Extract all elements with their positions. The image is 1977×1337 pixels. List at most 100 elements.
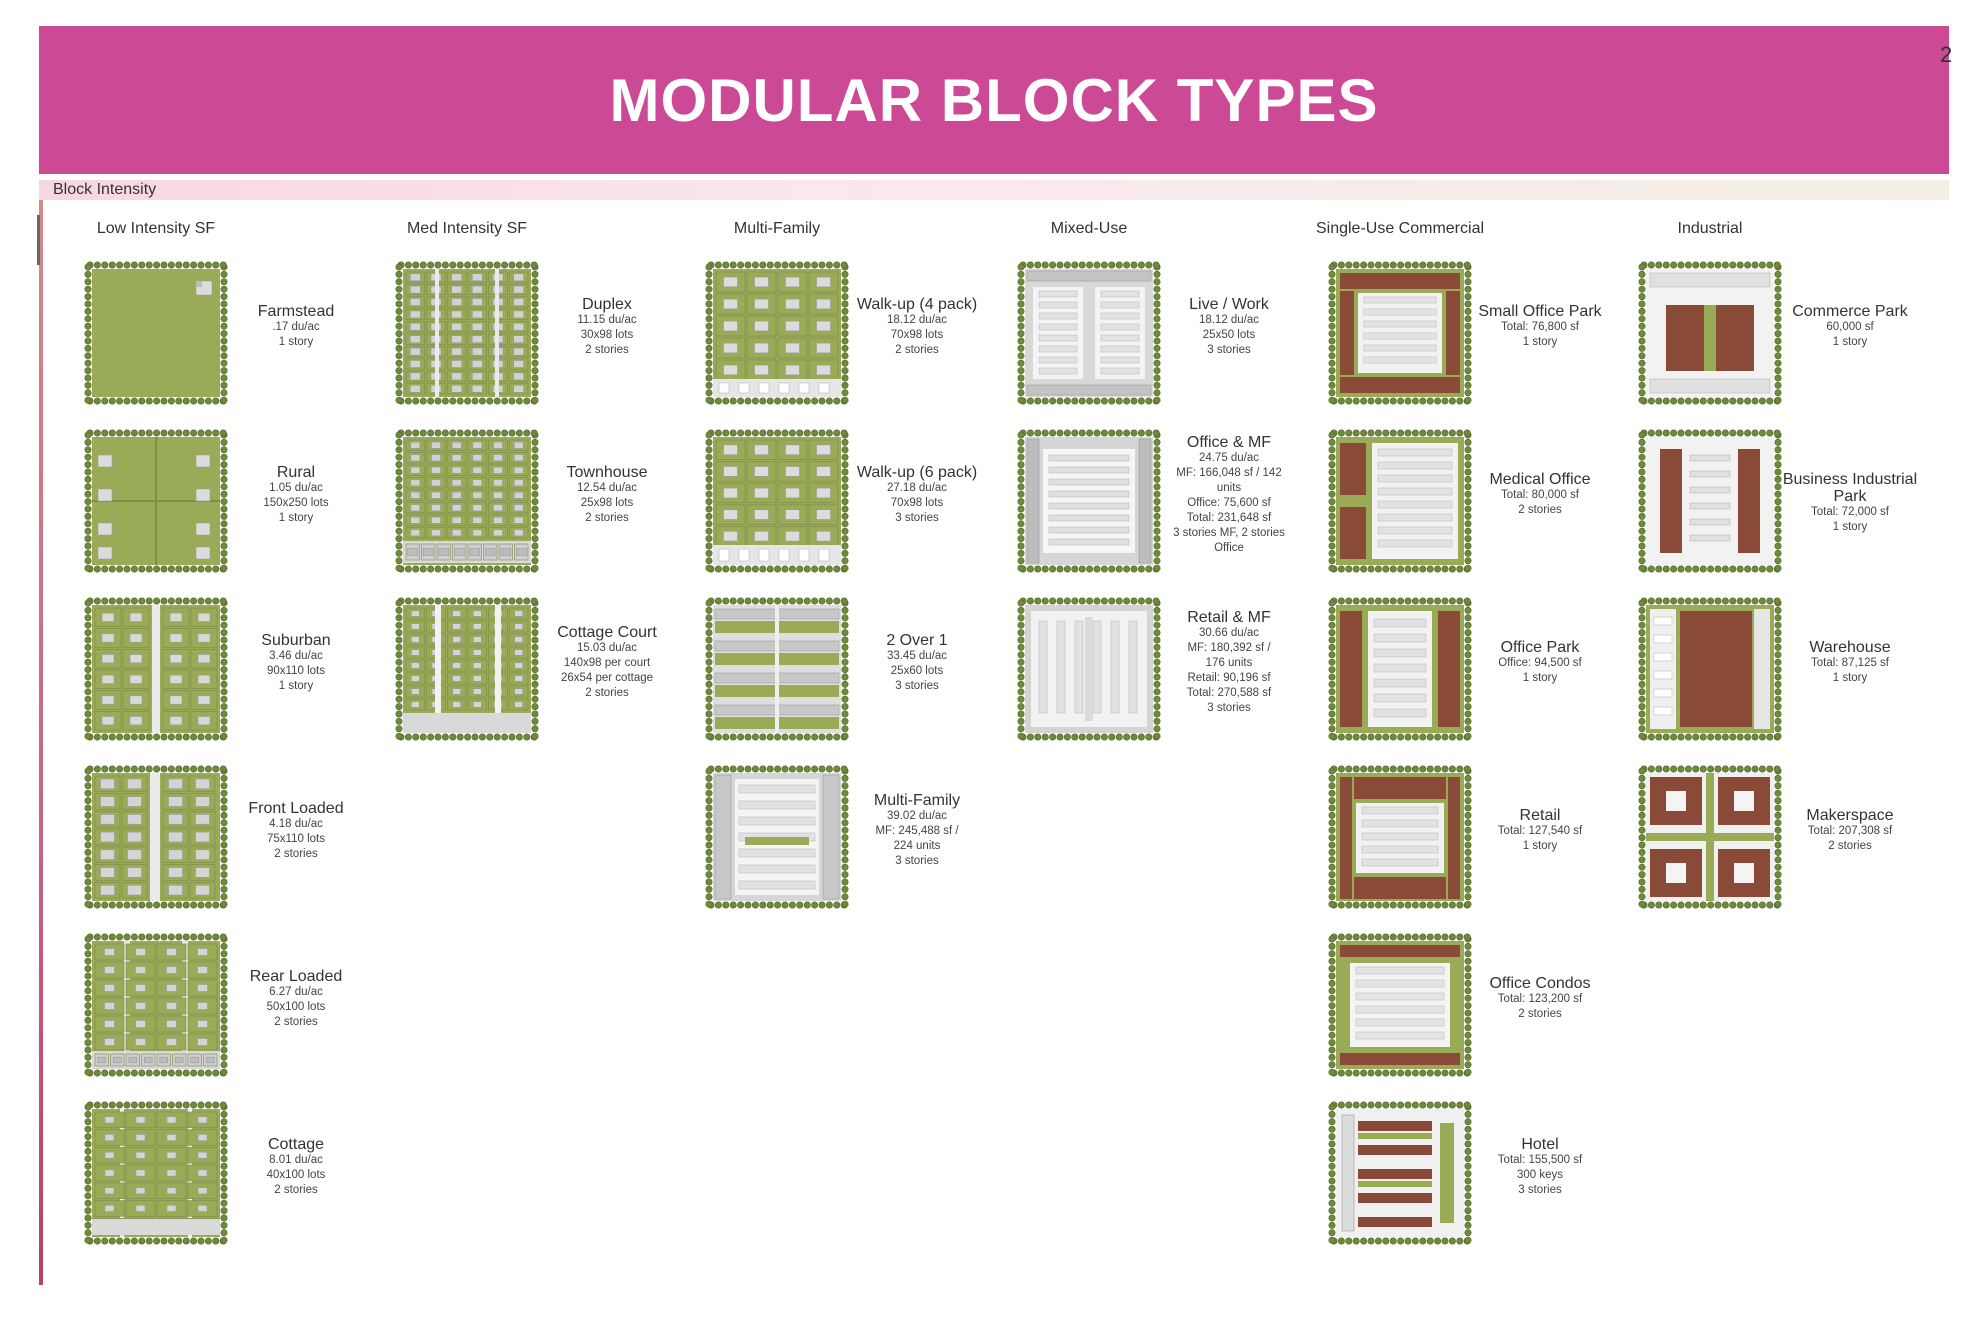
block-stat: 3 stories: [895, 680, 939, 692]
block-stat: 12.54 du/ac: [576, 482, 638, 494]
block-plan-drawing: [705, 765, 849, 909]
block-intensity-label: Block Intensity: [53, 181, 157, 198]
block-plan-drawing: [395, 261, 539, 405]
block-stat: Office: [1214, 542, 1244, 554]
block-plan-drawing: [1638, 597, 1782, 741]
block-stat: Total: 80,000 sf: [1501, 489, 1579, 501]
column-heading: Low Intensity SF: [96, 220, 216, 237]
block-name: Farmstead: [257, 303, 335, 320]
block-stat: 140x98 per court: [563, 657, 651, 669]
block-stat: Total: 72,000 sf: [1811, 506, 1889, 518]
block-stat: 75x110 lots: [267, 833, 325, 845]
block-name: Office Park: [1500, 639, 1580, 656]
block-stat: 2 stories: [895, 344, 939, 356]
block-plan-condos: [1328, 933, 1472, 1077]
block-stat: 1 story: [1832, 521, 1868, 533]
block-stat: 176 units: [1205, 657, 1253, 669]
block-stat: 1 story: [1522, 336, 1558, 348]
block-stat: 1 story: [1522, 840, 1558, 852]
block-stat: 2 stories: [1518, 504, 1562, 516]
block-stat: 39.02 du/ac: [886, 810, 948, 822]
block-name: Office & MF: [1186, 434, 1272, 451]
column-heading: Med Intensity SF: [406, 220, 528, 237]
block-plan-officepark: [1328, 597, 1472, 741]
block-stat: 70x98 lots: [890, 497, 944, 509]
block-name: Office Condos: [1489, 975, 1591, 992]
block-name: Townhouse: [566, 464, 648, 481]
block-stat: 224 units: [893, 840, 941, 852]
block-plan-drawing: [1638, 429, 1782, 573]
block-stat: 50x100 lots: [266, 1001, 326, 1013]
block-name: Cottage: [267, 1136, 325, 1153]
block-name: Duplex: [582, 296, 632, 313]
intensity-axis-rule: [39, 200, 43, 1285]
block-stat: 1 story: [1832, 336, 1868, 348]
block-plan-hotel: [1328, 1101, 1472, 1245]
block-plan-livework: [1017, 261, 1161, 405]
column-heading: Single-Use Commercial: [1315, 220, 1485, 237]
block-stat: 8.01 du/ac: [269, 1154, 323, 1166]
block-name: Walk-up (4 pack): [856, 296, 978, 313]
block-stat: 3 stories: [1518, 1184, 1562, 1196]
block-stat: 1 story: [278, 512, 314, 524]
block-stat: 26x54 per cottage: [560, 672, 654, 684]
block-name: Retail & MF: [1187, 609, 1271, 626]
block-stat: 2 stories: [274, 1184, 318, 1196]
block-name: Rural: [276, 464, 316, 481]
block-name: Warehouse: [1809, 639, 1891, 656]
block-plan-drawing: [84, 765, 228, 909]
axis-tick: [37, 215, 40, 265]
block-plan-drawing: [1328, 1101, 1472, 1245]
block-plan-drawing: [1328, 933, 1472, 1077]
block-plan-drawing: [395, 597, 539, 741]
block-plan-cottage: [84, 1101, 228, 1245]
block-name: Front Loaded: [248, 800, 344, 817]
block-name: Rear Loaded: [249, 968, 343, 985]
block-stat: 3.46 du/ac: [269, 650, 323, 662]
block-stat: 6.27 du/ac: [269, 986, 323, 998]
block-plan-drawing: [1638, 765, 1782, 909]
block-name: Walk-up (6 pack): [856, 464, 978, 481]
block-stat: Retail: 90,196 sf: [1187, 672, 1271, 684]
block-plan-drawing: [1328, 261, 1472, 405]
block-stat: 15.03 du/ac: [576, 642, 638, 654]
block-plan-rural: [84, 429, 228, 573]
block-plan-smalloffice: [1328, 261, 1472, 405]
block-stat: 3 stories: [895, 512, 939, 524]
block-plan-business: [1638, 429, 1782, 573]
block-name: Suburban: [261, 632, 331, 649]
block-plan-farm: [84, 261, 228, 405]
block-stat: 2 stories: [585, 344, 629, 356]
block-name: Business Industrial Park: [1782, 471, 1918, 505]
block-stat: 33.45 du/ac: [886, 650, 948, 662]
block-stat: 1 story: [1832, 672, 1868, 684]
block-plan-drawing: [84, 933, 228, 1077]
block-stat: 300 keys: [1516, 1169, 1564, 1181]
block-stat: 1 story: [278, 336, 314, 348]
block-stat: 30x98 lots: [580, 329, 634, 341]
block-stat: 24.75 du/ac: [1198, 452, 1260, 464]
block-stat: 25x98 lots: [580, 497, 634, 509]
block-stat: 1 story: [1522, 672, 1558, 684]
block-stat: 2 stories: [585, 512, 629, 524]
block-stat: 18.12 du/ac: [886, 314, 948, 326]
block-plan-drawing: [1017, 597, 1161, 741]
block-plan-walk6: [705, 429, 849, 573]
block-plan-drawing: [84, 1101, 228, 1245]
